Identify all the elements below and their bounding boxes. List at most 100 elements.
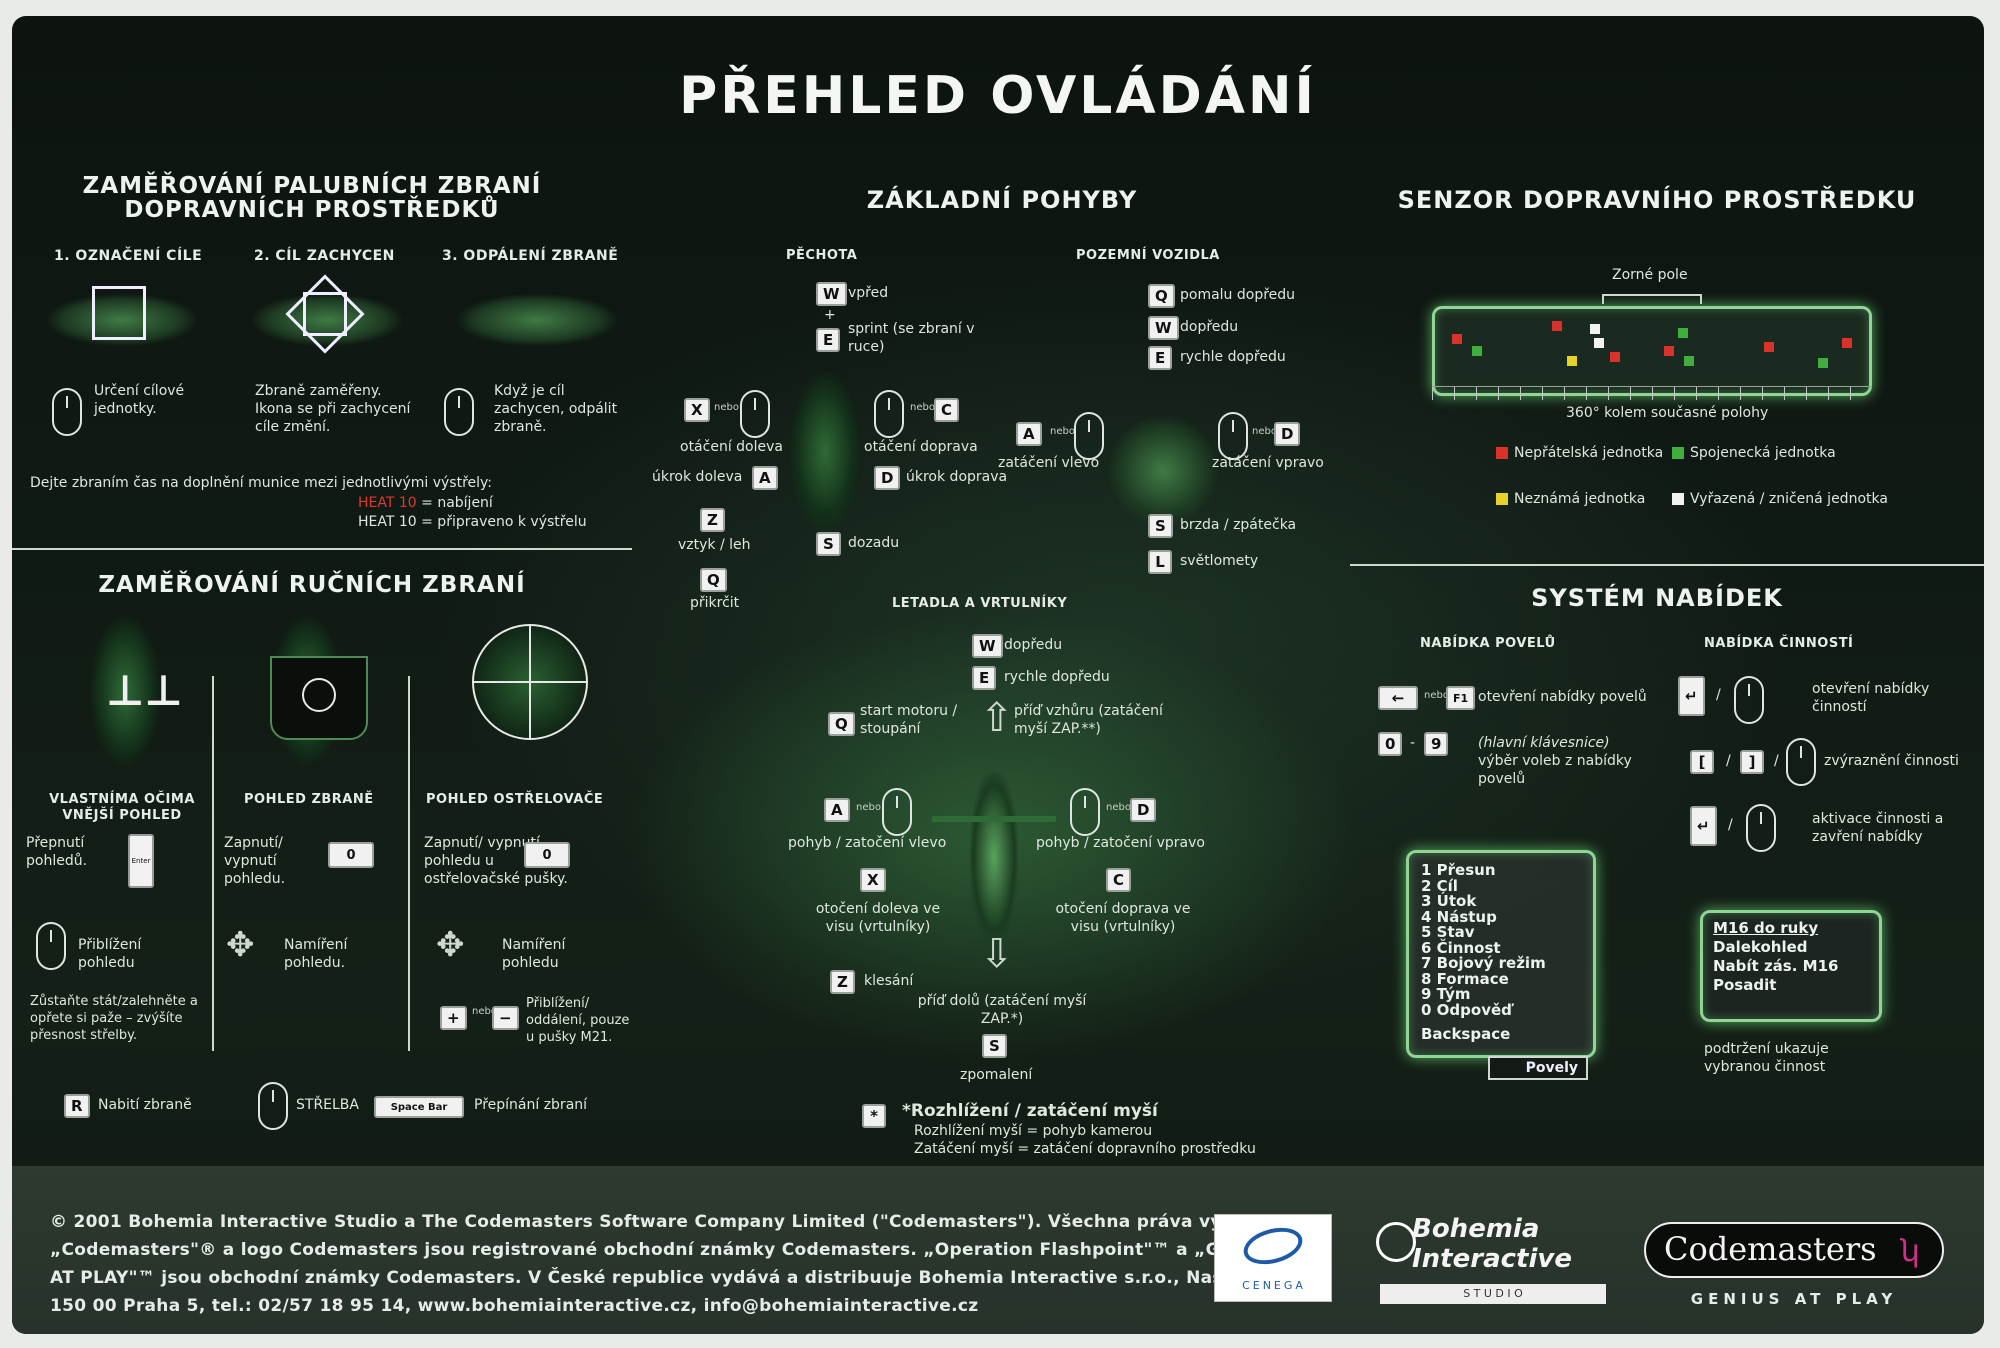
w-key[interactable]: W (972, 634, 1003, 658)
enter-key[interactable]: ↵ (1690, 806, 1717, 846)
command-menu-item[interactable]: 7 Bojový režim (1421, 954, 1546, 972)
d-key[interactable]: D (874, 466, 901, 490)
zero-key[interactable]: 0 (524, 842, 570, 868)
fov-label: Zorné pole (1612, 267, 1688, 283)
z-key[interactable]: Z (830, 970, 855, 994)
legend-swatch (1496, 447, 1508, 459)
command-menu-item[interactable]: 3 Útok (1421, 892, 1477, 910)
action-menu-item[interactable]: Posadit (1713, 976, 1777, 994)
e-key[interactable]: E (1148, 346, 1173, 370)
s-key[interactable]: S (816, 532, 841, 556)
infantry-soldier-image (790, 372, 860, 532)
f1-key[interactable]: F1 (1446, 686, 1476, 710)
r-key[interactable]: R (64, 1094, 90, 1118)
command-menu-item[interactable]: 9 Tým (1421, 985, 1471, 1003)
switch-view-label: Přepnutí pohledů. (26, 835, 88, 870)
nebo-label: nebo (472, 1006, 497, 1017)
air-left-label: pohyb / zatočení vlevo (788, 835, 947, 851)
mouse-icon (258, 1082, 288, 1130)
sensor-radar-display (1432, 306, 1872, 396)
column-divider (212, 676, 214, 1051)
e-key[interactable]: E (972, 666, 997, 690)
genius-at-play-text: GENIUS AT PLAY (1690, 1290, 1898, 1308)
action-menu-item[interactable]: Dalekohled (1713, 938, 1808, 956)
command-menu-item[interactable]: 4 Nástup (1421, 907, 1497, 926)
zero-key[interactable]: 0 (1378, 732, 1403, 756)
mouse-icon (36, 922, 66, 970)
bracket-right-key[interactable]: ] (1740, 750, 1764, 774)
c-key[interactable]: C (934, 398, 960, 422)
minus-key[interactable]: − (492, 1006, 519, 1030)
asterisk-key[interactable]: * (862, 1104, 886, 1128)
backspace-key[interactable]: ← (1378, 686, 1418, 710)
enter-key[interactable]: ↵ (1678, 676, 1705, 716)
action-menu-item[interactable]: Nabít zás. M16 (1713, 957, 1839, 975)
bracket-left-key[interactable]: [ (1690, 750, 1714, 774)
e-key[interactable]: E (816, 328, 841, 352)
command-menu-item[interactable]: 6 Činnost (1421, 938, 1501, 957)
nose-down-label: příď dolů (zatáčení myší ZAP.*) (917, 993, 1087, 1028)
command-menu-item[interactable]: 8 Formace (1421, 969, 1509, 988)
a-key[interactable]: A (752, 466, 778, 490)
turn-right-label: zatáčení vpravo (1212, 455, 1324, 471)
nine-key[interactable]: 9 (1424, 732, 1449, 756)
x-key[interactable]: X (684, 398, 710, 422)
reload-label: Nabití zbraně (98, 1097, 192, 1113)
l-key[interactable]: L (1148, 550, 1172, 574)
highlight-action-label: zvýraznění činnosti (1824, 753, 1959, 769)
switch-weapons-label: Přepínání zbraní (474, 1097, 588, 1113)
s-key[interactable]: S (1148, 514, 1173, 538)
q-key[interactable]: Q (828, 712, 855, 736)
d-key[interactable]: D (1274, 422, 1301, 446)
space-bar-key[interactable]: Space Bar (374, 1096, 464, 1118)
aircraft-heading: LETADLA A VRTULNÍKY (892, 596, 1068, 611)
z-key[interactable]: Z (700, 508, 725, 532)
command-menu-item[interactable]: 0 Odpověď (1421, 1000, 1512, 1019)
mouse-icon (444, 388, 474, 436)
plus-key[interactable]: + (440, 1006, 467, 1030)
open-commands-label: otevření nabídky povelů (1478, 689, 1647, 705)
q-key[interactable]: Q (1148, 284, 1175, 308)
q-key[interactable]: Q (700, 568, 727, 592)
x-key[interactable]: X (860, 868, 886, 892)
own-eyes-title-line1: VLASTNÍMA OČIMA (49, 792, 195, 807)
enter-key[interactable]: Enter (128, 834, 154, 888)
own-eyes-title-line2: VNĚJŠÍ POHLED (62, 808, 182, 823)
heat-ready: HEAT 10 = připraveno k výstřelu (358, 514, 587, 530)
friendly-unit-marker (1472, 346, 1482, 356)
friendly-unit-marker (1678, 328, 1688, 338)
tank-icon (457, 294, 617, 346)
copyright-line4: 150 00 Praha 5, tel.: 02/57 18 95 14, ww… (50, 1296, 979, 1316)
command-menu-item[interactable]: 2 Cíl (1421, 876, 1458, 895)
legend-label: Spojenecká jednotka (1690, 445, 1836, 461)
turn-left-label: zatáčení vlevo (998, 455, 1100, 471)
w-key[interactable]: W (1148, 316, 1179, 340)
mouse-wheel-icon (1786, 738, 1816, 786)
command-menu-item[interactable]: 5 Stav (1421, 923, 1475, 941)
zero-key[interactable]: 0 (328, 842, 374, 868)
d-key[interactable]: D (1130, 798, 1157, 822)
sniper-aim-label: Namíření pohledu (502, 937, 566, 972)
nebo-label: nebo (1424, 690, 1449, 701)
cenega-text: CENEGA (1242, 1279, 1306, 1292)
step-mark-target: 1. OZNAČENÍ CÍLE (54, 248, 203, 264)
a-key[interactable]: A (1016, 422, 1042, 446)
slow-down-label: zpomalení (960, 1067, 1033, 1083)
ammo-note: Dejte zbraním čas na doplnění munice mez… (30, 475, 493, 491)
command-menu-title: NABÍDKA POVELŮ (1420, 636, 1556, 651)
commands-tab: Povely (1488, 1056, 1588, 1080)
c-key[interactable]: C (1106, 868, 1132, 892)
legend-swatch (1672, 493, 1684, 505)
hand-weapons-heading: ZAMĚŘOVÁNÍ RUČNÍCH ZBRANÍ (98, 572, 526, 598)
unknown-unit-marker (1567, 356, 1577, 366)
action-menu-item[interactable]: M16 do ruky (1713, 919, 1819, 937)
w-key[interactable]: W (816, 282, 847, 306)
nebo-label: nebo (1050, 426, 1075, 437)
activate-action-label: aktivace činnosti a zavření nabídky (1812, 811, 1944, 846)
a-key[interactable]: A (824, 798, 850, 822)
command-menu-item[interactable]: 1 Přesun (1421, 861, 1496, 879)
legend-swatch (1496, 493, 1508, 505)
sniper-view-title: POHLED OSTŘELOVAČE (426, 792, 604, 807)
s-key[interactable]: S (982, 1034, 1007, 1058)
